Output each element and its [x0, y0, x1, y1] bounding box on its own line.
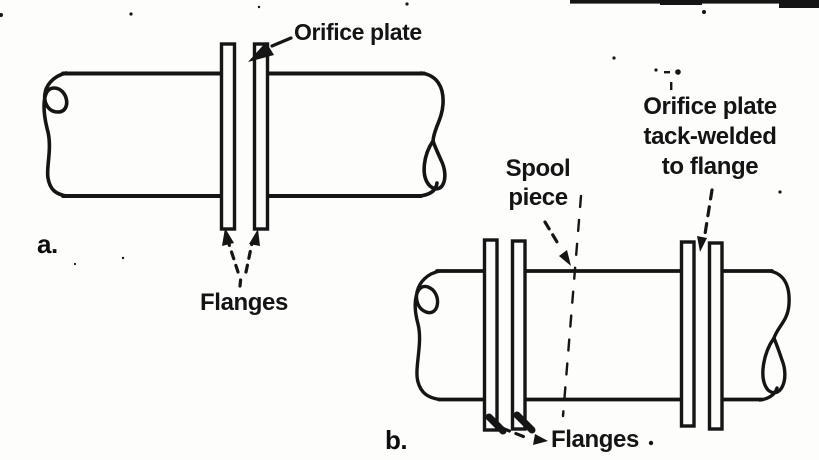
flange-b-pair1-right [510, 239, 527, 431]
panel-a-tag: a. [37, 229, 58, 259]
pipe-a-right-break-loop [422, 137, 447, 191]
speck [702, 10, 706, 14]
speck [129, 12, 133, 16]
pipe-b-right-break-bottom [758, 386, 779, 402]
flanges-b-arrowhead [533, 434, 548, 445]
flange-b-pair1-right-ink-blob [513, 411, 536, 434]
flange-a-upstream [219, 42, 237, 231]
speck [0, 13, 3, 17]
pipe-b-left-break-squiggle [413, 269, 442, 402]
spool-piece-reference-dash-line [561, 194, 583, 418]
flanges-a-leader-right [244, 241, 254, 274]
flanges-b-leader [500, 426, 529, 440]
cropped-rule-thick-spot [660, 0, 702, 5]
pipe-a-right-break-top [419, 71, 445, 143]
spool-piece-label: Spool piece [505, 155, 571, 211]
pipe-b-right-break-loop [761, 334, 787, 395]
speck [675, 69, 681, 75]
pipe-b-right-break-top [768, 269, 791, 340]
speck-tick [670, 82, 673, 90]
panel-b-drawing [413, 188, 791, 445]
speck-dash [664, 71, 670, 74]
speck [778, 190, 782, 194]
speck [257, 5, 261, 9]
speck [612, 56, 616, 60]
orifice-plate-a-label: Orifice plate [294, 19, 422, 45]
panel-b-tag: b. [385, 425, 408, 455]
orifice-plate-a-arrowhead [248, 42, 274, 62]
speck [654, 68, 658, 72]
flanges-a-leader-left [226, 239, 240, 274]
orifice-weld-arrowhead [697, 236, 707, 252]
speck [73, 262, 77, 266]
flange-a-downstream [252, 42, 270, 231]
flanges-a-arrowhead-left [222, 228, 234, 246]
flanges-a-label: Flanges [200, 289, 288, 316]
panel-a-drawing [42, 36, 447, 288]
flanges-a-leader-stem [238, 274, 243, 288]
orifice-plate-a-leader [270, 36, 293, 48]
speck [121, 256, 125, 260]
spool-piece-arrowhead [559, 250, 571, 266]
orifice-weld-leader [703, 188, 714, 236]
orifice-weld-label: Orifice plate tack-welded to flange [643, 93, 777, 180]
spool-piece-leader [543, 220, 562, 249]
flange-b-pair2-left [679, 240, 696, 428]
speck [405, 2, 409, 6]
scan-artifacts [0, 0, 819, 446]
flanges-b-label: Flanges [551, 426, 639, 453]
pipe-a-right-break-bottom [417, 181, 439, 198]
pipe-a-left-break-squiggle [42, 71, 69, 198]
speck [648, 440, 654, 446]
cropped-rule-end-blob [779, 0, 819, 8]
flange-b-pair1-left [482, 238, 499, 432]
flanges-a-arrowhead-right [249, 229, 260, 246]
flange-b-pair2-right [707, 241, 724, 431]
